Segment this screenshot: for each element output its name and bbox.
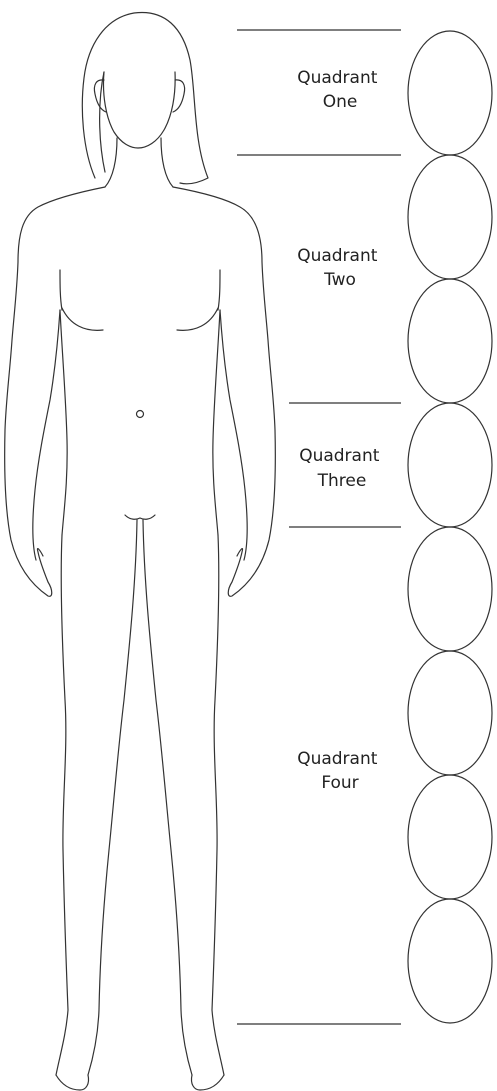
quadrant-four-label: Quadrant Four bbox=[297, 749, 383, 793]
body-figure bbox=[5, 12, 276, 1090]
left-leg-outer bbox=[56, 535, 68, 1075]
quadrant-dividers bbox=[237, 30, 401, 1024]
slot-oval[interactable] bbox=[408, 899, 492, 1023]
neck-left bbox=[105, 138, 117, 187]
right-foot bbox=[191, 1075, 224, 1090]
torso-left bbox=[60, 310, 67, 535]
hair-outline bbox=[82, 12, 208, 183]
slot-oval[interactable] bbox=[408, 651, 492, 775]
quadrant-one-label: Quadrant One bbox=[297, 68, 383, 112]
slot-oval[interactable] bbox=[408, 31, 492, 155]
right-arm-outline bbox=[173, 187, 275, 596]
navel bbox=[137, 411, 144, 418]
slot-oval[interactable] bbox=[408, 279, 492, 403]
right-leg-inner bbox=[143, 520, 192, 1075]
bust-left bbox=[62, 308, 103, 330]
left-arm-outline bbox=[5, 187, 105, 596]
slot-oval[interactable] bbox=[408, 403, 492, 527]
crotch bbox=[125, 515, 155, 519]
armpit-left bbox=[60, 270, 62, 310]
quadrant-labels: Quadrant One Quadrant Two Quadrant Three… bbox=[297, 68, 385, 793]
neck-right bbox=[161, 138, 173, 187]
slot-oval[interactable] bbox=[408, 527, 492, 651]
slot-ovals bbox=[408, 31, 492, 1023]
armpit-right bbox=[218, 270, 220, 310]
left-foot bbox=[56, 1075, 89, 1090]
quadrant-two-label: Quadrant Two bbox=[297, 246, 383, 290]
right-leg-outer bbox=[212, 535, 224, 1075]
bust-right bbox=[177, 308, 218, 330]
right-arm-inner bbox=[220, 310, 247, 560]
slot-oval[interactable] bbox=[408, 155, 492, 279]
left-arm-inner bbox=[33, 310, 60, 560]
slot-oval[interactable] bbox=[408, 775, 492, 899]
quadrant-three-label: Quadrant Three bbox=[299, 446, 385, 491]
face-outline bbox=[103, 72, 175, 148]
left-leg-inner bbox=[88, 520, 137, 1075]
torso-right bbox=[213, 310, 220, 535]
hair-left-inner bbox=[100, 72, 105, 172]
